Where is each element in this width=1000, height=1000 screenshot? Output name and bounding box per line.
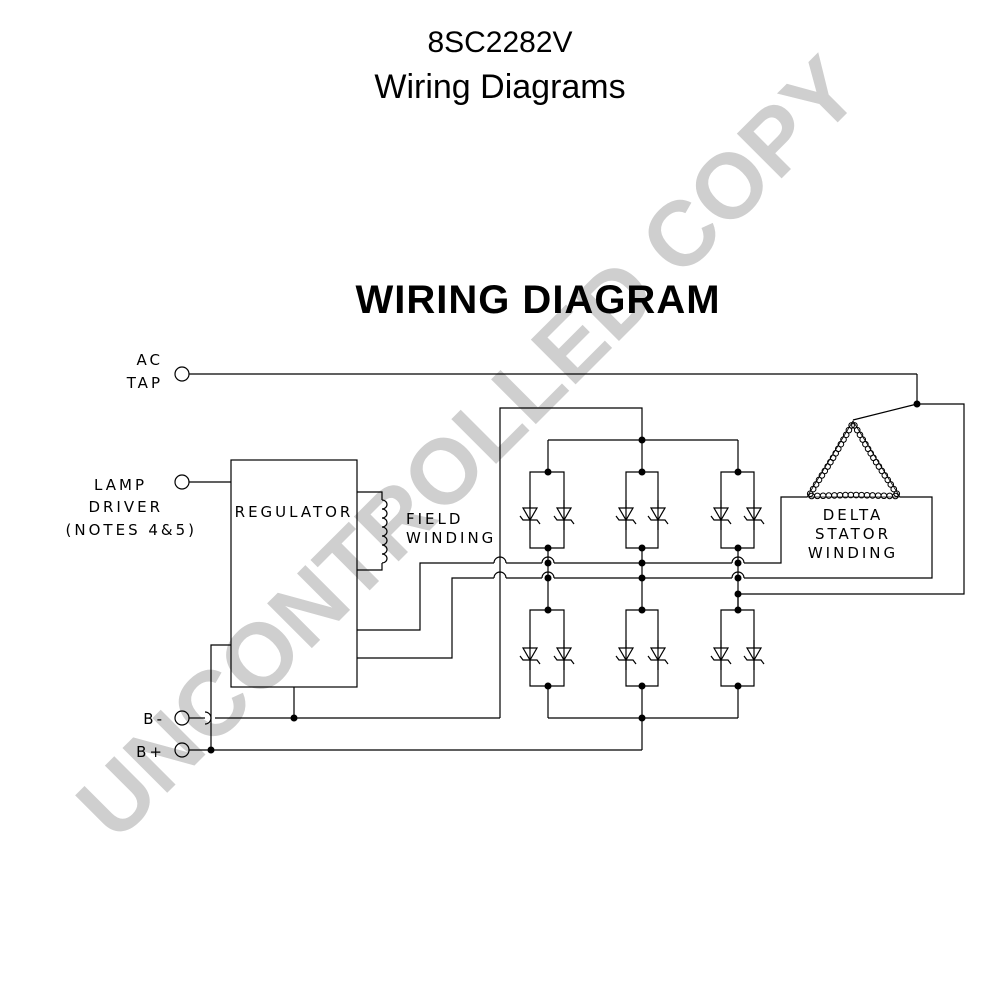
diode-pair-upper-3 <box>710 471 765 549</box>
field-label-line1: FIELD <box>406 510 463 528</box>
field-label-line2: WINDING <box>406 529 496 547</box>
stator-coil-loop <box>825 492 833 499</box>
delta-stator-coil <box>806 420 901 500</box>
diode-pair-lower-3 <box>710 609 765 687</box>
ac-tap-label-line2: TAP <box>126 374 163 392</box>
field-winding-coil <box>357 491 388 571</box>
b-minus-label: B- <box>143 710 165 728</box>
stator-triangle <box>806 420 901 498</box>
stator-label-line1: DELTA <box>823 506 884 524</box>
junction-dots <box>207 400 921 754</box>
model-number: 8SC2282V <box>427 26 573 59</box>
ac-tap-label-line1: AC <box>137 351 163 369</box>
lamp-label-line3: (NOTES 4&5) <box>66 521 197 539</box>
diode-pair-lower-2 <box>615 609 669 687</box>
b-plus-label: B+ <box>136 743 165 761</box>
diode-pair-upper-2 <box>615 471 669 549</box>
diode-pair-lower-1 <box>519 609 575 687</box>
stator-coil-loop <box>819 492 827 500</box>
stator-coil-loop <box>893 490 901 498</box>
rectifier-bridge <box>519 471 765 687</box>
stator-coil-loop <box>869 492 876 499</box>
diode-pair-upper-1 <box>519 471 575 549</box>
stator-coil-loop <box>814 492 821 500</box>
stator-coil-loop <box>886 492 893 500</box>
stator-coil-loop <box>874 492 882 499</box>
stator-coil-loop <box>880 492 888 500</box>
stator-label-line2: STATOR <box>815 525 891 543</box>
lamp-label-line1: LAMP <box>94 476 147 494</box>
lamp-driver-terminal <box>174 474 190 490</box>
ac-tap-terminal <box>174 366 190 382</box>
lamp-label-line2: DRIVER <box>88 498 163 516</box>
diagram-title: WIRING DIAGRAM <box>355 278 720 322</box>
watermark: UNCONTROLLED COPY <box>58 38 878 858</box>
stator-label-line3: WINDING <box>808 544 898 562</box>
wires <box>189 373 965 751</box>
page-subtitle: Wiring Diagrams <box>374 68 626 106</box>
regulator-label: REGULATOR <box>235 503 354 521</box>
